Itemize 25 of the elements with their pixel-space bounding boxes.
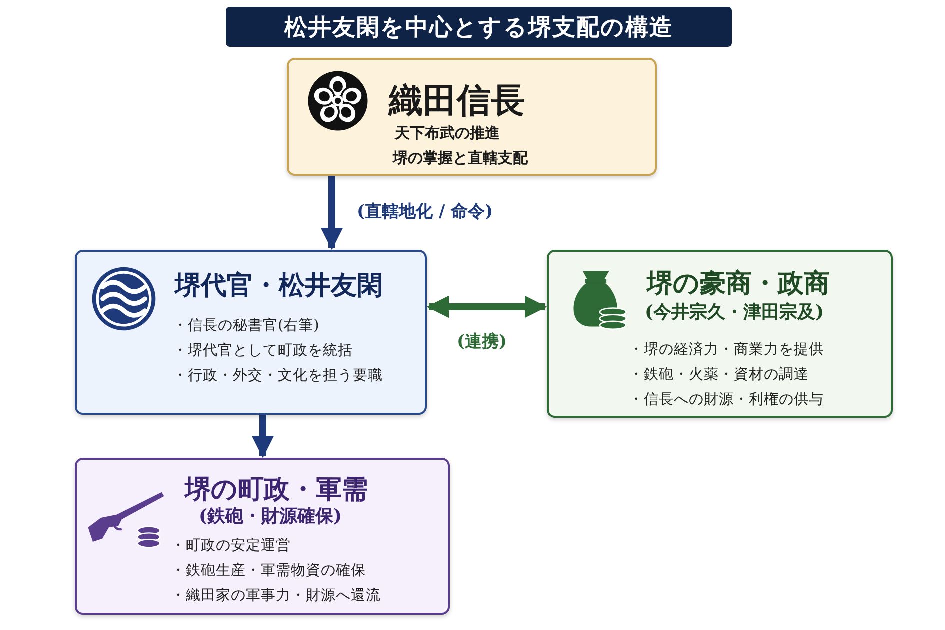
arrow — [252, 415, 274, 458]
title-banner: 松井友閑を中心とする堺支配の構造 — [226, 7, 732, 47]
bullet-text: ・堺の経済力・商業力を提供 — [629, 340, 824, 359]
bullet-text: ・織田家の軍事力・財源へ還流 — [171, 586, 381, 605]
arrow — [320, 176, 344, 250]
node-subheading: (今井宗久・津田宗及) — [645, 301, 824, 324]
node-subheading: (鉄砲・財源確保) — [199, 505, 342, 528]
node-box — [287, 58, 657, 176]
bullet-text: ・信長の秘書官(右筆) — [173, 316, 320, 335]
node-heading: 堺の町政・軍需 — [185, 474, 368, 507]
node-heading: 織田信長 — [389, 80, 525, 123]
bullet-text: ・鉄砲生産・軍需物資の確保 — [171, 562, 366, 580]
node-box — [547, 250, 893, 418]
node-box — [75, 250, 427, 415]
bullet-text: ・行政・外交・文化を担う要職 — [173, 366, 383, 385]
node-text: 堺の掌握と直轄支配 — [393, 149, 528, 168]
arrow — [426, 296, 548, 318]
node-text: 天下布武の推進 — [395, 124, 500, 143]
bullet-text: ・鉄砲・火薬・資材の調達 — [629, 366, 809, 384]
node-box — [75, 458, 450, 615]
node-heading: 堺の豪商・政商 — [647, 268, 830, 301]
bullet-text: ・信長への財源・利権の供与 — [629, 391, 824, 409]
bullet-text: ・町政の安定運営 — [171, 536, 291, 555]
node-heading: 堺代官・松井友閑 — [175, 270, 383, 303]
bullet-text: ・堺代官として町政を統括 — [173, 342, 353, 360]
